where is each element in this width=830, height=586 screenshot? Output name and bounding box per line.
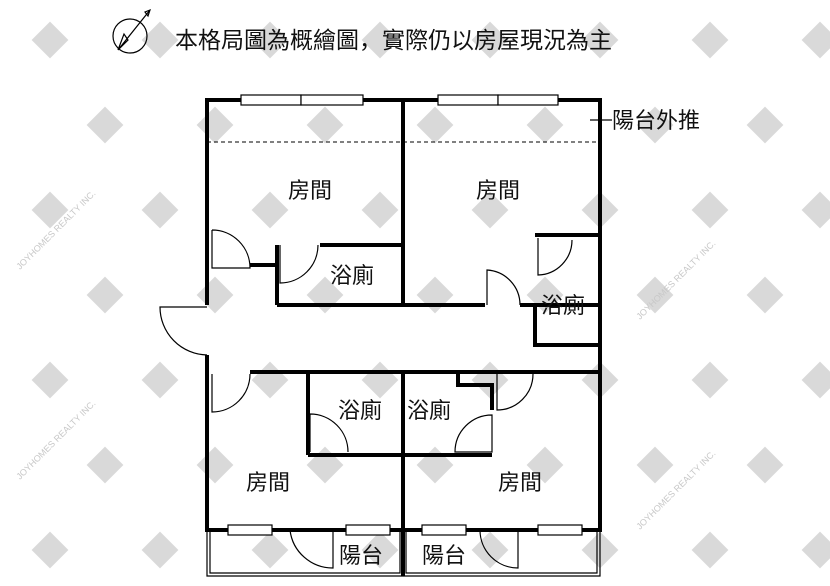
watermark-logo bbox=[251, 361, 289, 399]
watermark-logo bbox=[86, 446, 124, 484]
watermark-logo bbox=[251, 21, 289, 59]
watermark-logo bbox=[416, 446, 454, 484]
watermark-logo bbox=[306, 446, 344, 484]
watermark-logo bbox=[636, 106, 674, 144]
watermark-logo bbox=[141, 21, 179, 59]
walls bbox=[205, 98, 612, 577]
watermark-logo bbox=[141, 191, 179, 229]
watermark-logo bbox=[31, 361, 69, 399]
watermark-logo bbox=[471, 21, 509, 59]
watermark-logo bbox=[31, 191, 69, 229]
watermark-logo bbox=[141, 361, 179, 399]
watermark-logo bbox=[251, 191, 289, 229]
watermark-logo bbox=[361, 21, 399, 59]
watermark-logo bbox=[746, 446, 784, 484]
balcony-label: 陽台 bbox=[422, 544, 466, 569]
windows bbox=[227, 94, 583, 536]
watermark-logo bbox=[801, 21, 830, 59]
watermark-logo bbox=[141, 531, 179, 569]
compass-icon bbox=[112, 8, 151, 54]
watermark-logo bbox=[416, 106, 454, 144]
bathroom-label: 浴廁 bbox=[541, 294, 585, 319]
watermark-layer: JOYHOMES REALTY INC. JOYHOMES REALTY INC.… bbox=[14, 21, 830, 569]
watermark-logo bbox=[801, 531, 830, 569]
disclaimer-title: 本格局圖為概繪圖，實際仍以房屋現況為主 bbox=[175, 28, 612, 54]
watermark-logo bbox=[86, 106, 124, 144]
room-label: 房間 bbox=[246, 471, 290, 496]
watermark-logo bbox=[31, 21, 69, 59]
watermark-text: JOYHOMES REALTY INC. bbox=[14, 398, 97, 481]
watermark-logo bbox=[471, 191, 509, 229]
watermark-logo bbox=[691, 21, 729, 59]
balcony-label: 陽台 bbox=[339, 544, 383, 569]
bathroom-label: 浴廁 bbox=[407, 399, 451, 424]
watermark-logo bbox=[196, 276, 234, 314]
balcony-extension-note: 陽台外推 bbox=[612, 109, 700, 134]
watermark-logo bbox=[196, 106, 234, 144]
bathroom-label: 浴廁 bbox=[338, 399, 382, 424]
watermark-logo bbox=[581, 21, 619, 59]
watermark-logo bbox=[361, 531, 399, 569]
bathroom-label: 浴廁 bbox=[330, 264, 374, 289]
watermark-logo bbox=[526, 106, 564, 144]
watermark-logo bbox=[526, 446, 564, 484]
watermark-logo bbox=[691, 361, 729, 399]
room-label: 房間 bbox=[288, 179, 332, 204]
watermark-logo bbox=[416, 276, 454, 314]
watermark-logo bbox=[691, 191, 729, 229]
watermark-logo bbox=[636, 446, 674, 484]
watermark-logo bbox=[746, 106, 784, 144]
watermark-logo bbox=[306, 106, 344, 144]
watermark-text: JOYHOMES REALTY INC. bbox=[634, 238, 717, 321]
room-label: 房間 bbox=[476, 179, 520, 204]
watermark-logo bbox=[801, 191, 830, 229]
watermark-logo bbox=[361, 361, 399, 399]
watermark-logo bbox=[471, 531, 509, 569]
watermark-logo bbox=[746, 276, 784, 314]
watermark-logo bbox=[31, 531, 69, 569]
watermark-logo bbox=[86, 276, 124, 314]
room-label: 房間 bbox=[498, 471, 542, 496]
watermark-logo bbox=[251, 531, 289, 569]
watermark-logo bbox=[361, 191, 399, 229]
watermark-logo bbox=[196, 446, 234, 484]
watermark-logo bbox=[636, 276, 674, 314]
doors bbox=[159, 229, 573, 569]
watermark-logo bbox=[801, 361, 830, 399]
watermark-logo bbox=[691, 531, 729, 569]
